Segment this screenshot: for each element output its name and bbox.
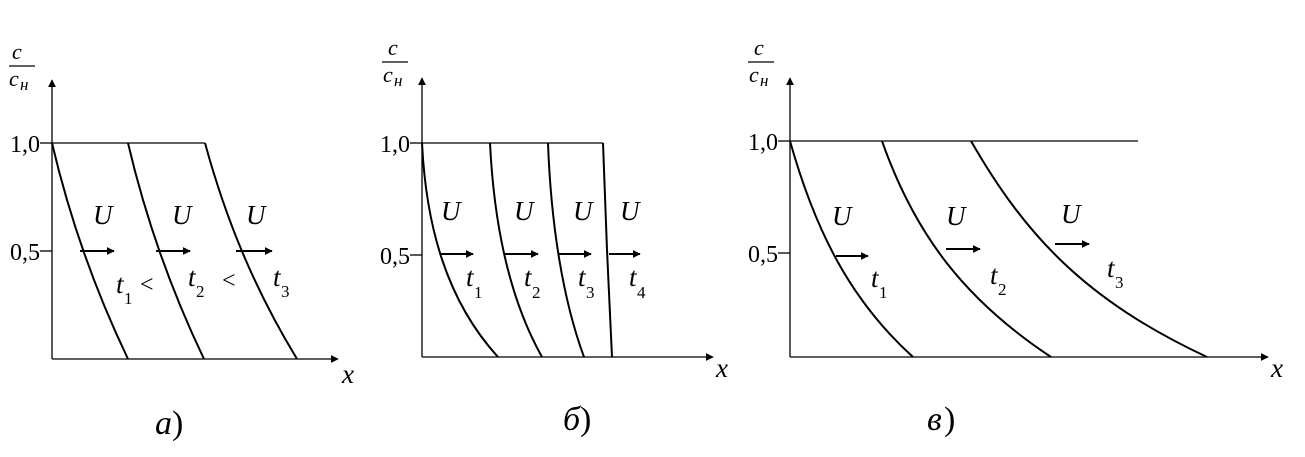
time-label-t3: t xyxy=(578,262,587,292)
panel-caption-paren: ) xyxy=(580,401,591,438)
front-curve-t3 xyxy=(204,142,298,360)
y-axis-label: c c н xyxy=(382,35,408,90)
panel-caption-letter: а xyxy=(155,405,172,442)
y-label-denominator: c xyxy=(383,62,393,87)
y-label-numerator: c xyxy=(388,35,398,60)
time-label-t3: t xyxy=(1107,253,1116,283)
panel-c: c c н x 1,0 0,5 U U U t 1 t 2 t 3 в ) xyxy=(748,35,1283,438)
x-axis-label: x xyxy=(341,359,354,389)
front-curve-t1 xyxy=(789,140,914,358)
panel-caption-paren: ) xyxy=(172,405,183,442)
time-label-t1: t xyxy=(116,269,125,299)
time-label-t2: t xyxy=(524,262,533,292)
tick-label-0-5: 0,5 xyxy=(748,242,778,268)
time-label-t4: t xyxy=(629,262,638,292)
front-curve-t3 xyxy=(970,140,1208,358)
time-label-t3: t xyxy=(273,262,282,292)
time-label-t2: t xyxy=(990,260,999,290)
y-label-numerator: c xyxy=(754,35,764,60)
time-label-t3-sub: 3 xyxy=(586,283,595,302)
velocity-label-1: U xyxy=(832,201,853,231)
velocity-label-3: U xyxy=(1061,199,1082,229)
panel-caption-paren: ) xyxy=(944,401,955,438)
panel-caption-letter: б xyxy=(563,401,582,438)
velocity-label-4: U xyxy=(620,196,641,226)
tick-label-0-5: 0,5 xyxy=(10,240,40,266)
front-curve-t1 xyxy=(51,142,129,360)
tick-label-0-5: 0,5 xyxy=(380,244,410,270)
panel-b: c c н x 1,0 0,5 U U U U t 1 t 2 t 3 t 4 … xyxy=(380,35,728,438)
time-label-t1-sub: 1 xyxy=(879,283,888,302)
tick-label-1-0: 1,0 xyxy=(10,132,40,158)
front-curve-t3 xyxy=(547,142,585,358)
velocity-label-2: U xyxy=(514,196,535,226)
front-curve-t2 xyxy=(127,142,205,360)
time-label-t3-sub: 3 xyxy=(281,282,290,301)
panel-caption-letter: в xyxy=(927,401,942,438)
velocity-label-2: U xyxy=(946,201,967,231)
time-label-t3-sub: 3 xyxy=(1115,273,1124,292)
velocity-label-3: U xyxy=(573,196,594,226)
velocity-label-3: U xyxy=(246,200,267,230)
time-label-t2-sub: 2 xyxy=(532,283,541,302)
panel-a: c c н x 1,0 0,5 U U U t 1 < t 2 < t 3 а … xyxy=(9,39,354,442)
y-label-denominator-subscript: н xyxy=(20,75,28,94)
time-label-t4-sub: 4 xyxy=(637,283,646,302)
y-axis-label: c c н xyxy=(9,39,35,94)
time-label-t1: t xyxy=(466,262,475,292)
separator-1: < xyxy=(140,272,154,298)
separator-2: < xyxy=(222,268,236,294)
y-label-denominator-subscript: н xyxy=(760,71,768,90)
front-curve-t2 xyxy=(489,142,543,358)
velocity-label-2: U xyxy=(172,200,193,230)
front-curve-t4 xyxy=(602,142,613,358)
y-label-denominator-subscript: н xyxy=(394,71,402,90)
x-axis-label: x xyxy=(1270,353,1283,383)
time-label-t2-sub: 2 xyxy=(196,282,205,301)
velocity-label-1: U xyxy=(441,196,462,226)
time-label-t1: t xyxy=(871,263,880,293)
y-label-denominator: c xyxy=(9,66,19,91)
tick-label-1-0: 1,0 xyxy=(748,130,778,156)
x-axis-label: x xyxy=(715,353,728,383)
time-label-t1-sub: 1 xyxy=(474,283,483,302)
front-curve-t2 xyxy=(881,140,1052,358)
y-axis-label: c c н xyxy=(748,35,774,90)
time-label-t1-sub: 1 xyxy=(124,289,133,308)
velocity-label-1: U xyxy=(93,200,114,230)
y-label-denominator: c xyxy=(749,62,759,87)
front-curve-t1 xyxy=(421,142,499,358)
time-label-t2-sub: 2 xyxy=(998,280,1007,299)
y-label-numerator: c xyxy=(12,39,22,64)
time-label-t2: t xyxy=(188,262,197,292)
tick-label-1-0: 1,0 xyxy=(380,132,410,158)
